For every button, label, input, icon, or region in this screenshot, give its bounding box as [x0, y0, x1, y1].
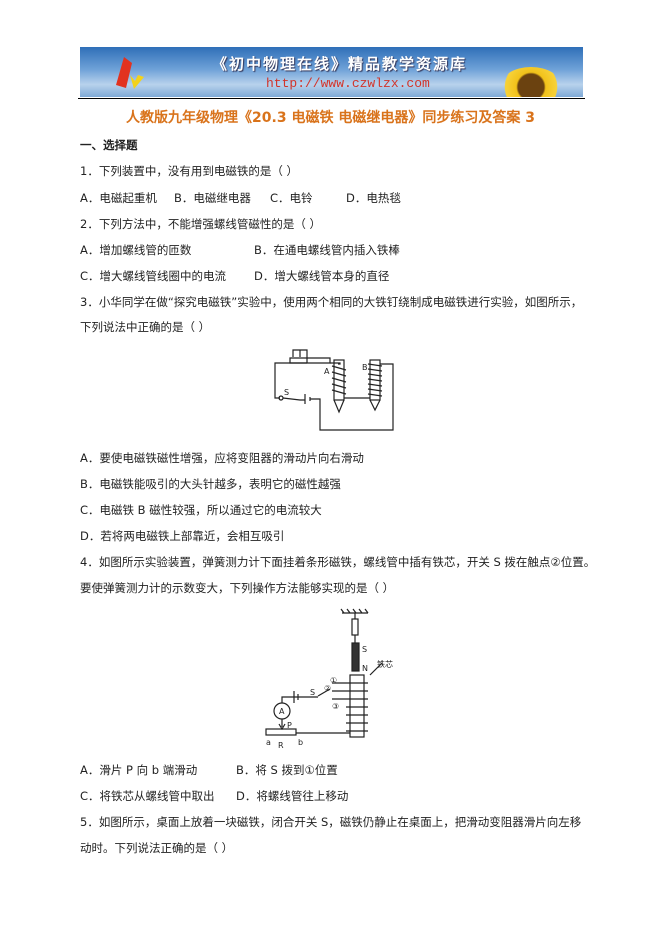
- q1-option-c: C．电铃: [270, 191, 313, 205]
- q3-option-a: A．要使电磁铁磁性增强，应将变阻器的滑动片向右滑动: [80, 451, 364, 465]
- figure-label-s: S: [284, 388, 289, 397]
- q2-option-c: C．增大螺线管线圈中的电流: [80, 269, 227, 283]
- q3-option-d: D．若将两电磁铁上部靠近，会相互吸引: [80, 529, 285, 543]
- end-label-a: a: [266, 738, 271, 747]
- banner-title: 《初中物理在线》精品教学资源库: [212, 55, 468, 73]
- q1-option-b: B．电磁继电器: [174, 191, 251, 205]
- q2-option-a: A．增加螺线管的匝数: [80, 243, 192, 257]
- question-5-stem: 5．如图所示，桌面上放着一块磁铁，闭合开关 S，磁铁仍静止在桌面上，把滑动变阻器…: [80, 815, 582, 829]
- magnet-label-s: S: [362, 645, 367, 654]
- ammeter-label: A: [279, 707, 285, 716]
- q3-option-b: B．电磁铁能吸引的大头针越多，表明它的磁性越强: [80, 477, 341, 491]
- slider-label-p: P: [287, 721, 292, 730]
- q4-option-c: C．将铁芯从螺线管中取出: [80, 789, 215, 803]
- section-heading: 一、选择题: [80, 138, 138, 152]
- question-5-stem-2: 动时。下列说法正确的是（ ）: [80, 841, 234, 855]
- magnet-label-n: N: [362, 664, 368, 673]
- contact-2-label: ②: [324, 684, 331, 693]
- question-3-stem: 3．小华同学在做“探究电磁铁”实验中，使用两个相同的大铁钉绕制成电磁铁进行实验，…: [80, 295, 583, 309]
- q3-circuit-figure: A B S: [274, 349, 394, 431]
- figure-label-b: B: [362, 363, 368, 372]
- page-title: 人教版九年级物理《20.3 电磁铁 电磁继电器》同步练习及答案 3: [126, 110, 535, 126]
- q1-option-a: A．电磁起重机: [80, 191, 157, 205]
- sunflower-image: [500, 67, 562, 97]
- q2-option-b: B．在通电螺线管内插入铁棒: [254, 243, 400, 257]
- question-4-stem: 4．如图所示实验装置，弹簧测力计下面挂着条形磁铁，螺线管中插有铁芯，开关 S 拨…: [80, 555, 596, 569]
- question-4-stem-2: 要使弹簧测力计的示数变大，下列操作方法能够实现的是（ ）: [80, 581, 395, 595]
- divider: [78, 98, 585, 99]
- iron-core-label: 铁芯: [377, 659, 393, 669]
- contact-3-label: ③: [332, 702, 339, 711]
- q4-option-d: D．将螺线管往上移动: [236, 789, 349, 803]
- q4-circuit-figure: S N 铁芯 ① ② ③ S A P a R b: [265, 608, 393, 750]
- question-3-stem-2: 下列说法中正确的是（ ）: [80, 320, 211, 334]
- end-label-b: b: [298, 738, 303, 747]
- q1-option-d: D．电热毯: [346, 191, 401, 205]
- q3-option-c: C．电磁铁 B 磁性较强，所以通过它的电流较大: [80, 503, 322, 517]
- q4-option-a: A．滑片 P 向 b 端滑动: [80, 763, 198, 777]
- header-banner: 《初中物理在线》精品教学资源库 http://www.czwlzx.com: [80, 47, 583, 97]
- contact-1-label: ①: [330, 676, 337, 685]
- resistor-label: R: [278, 741, 284, 750]
- question-1-stem: 1．下列装置中，没有用到电磁铁的是（ ）: [80, 164, 298, 178]
- logo-icon: [116, 57, 144, 89]
- q4-option-b: B．将 S 拨到①位置: [236, 763, 338, 777]
- question-2-stem: 2．下列方法中，不能增强螺线管磁性的是（ ）: [80, 217, 321, 231]
- banner-url[interactable]: http://www.czwlzx.com: [266, 76, 430, 91]
- q2-option-d: D．增大螺线管本身的直径: [254, 269, 390, 283]
- switch-label-s: S: [310, 688, 315, 697]
- figure-label-a: A: [324, 367, 330, 376]
